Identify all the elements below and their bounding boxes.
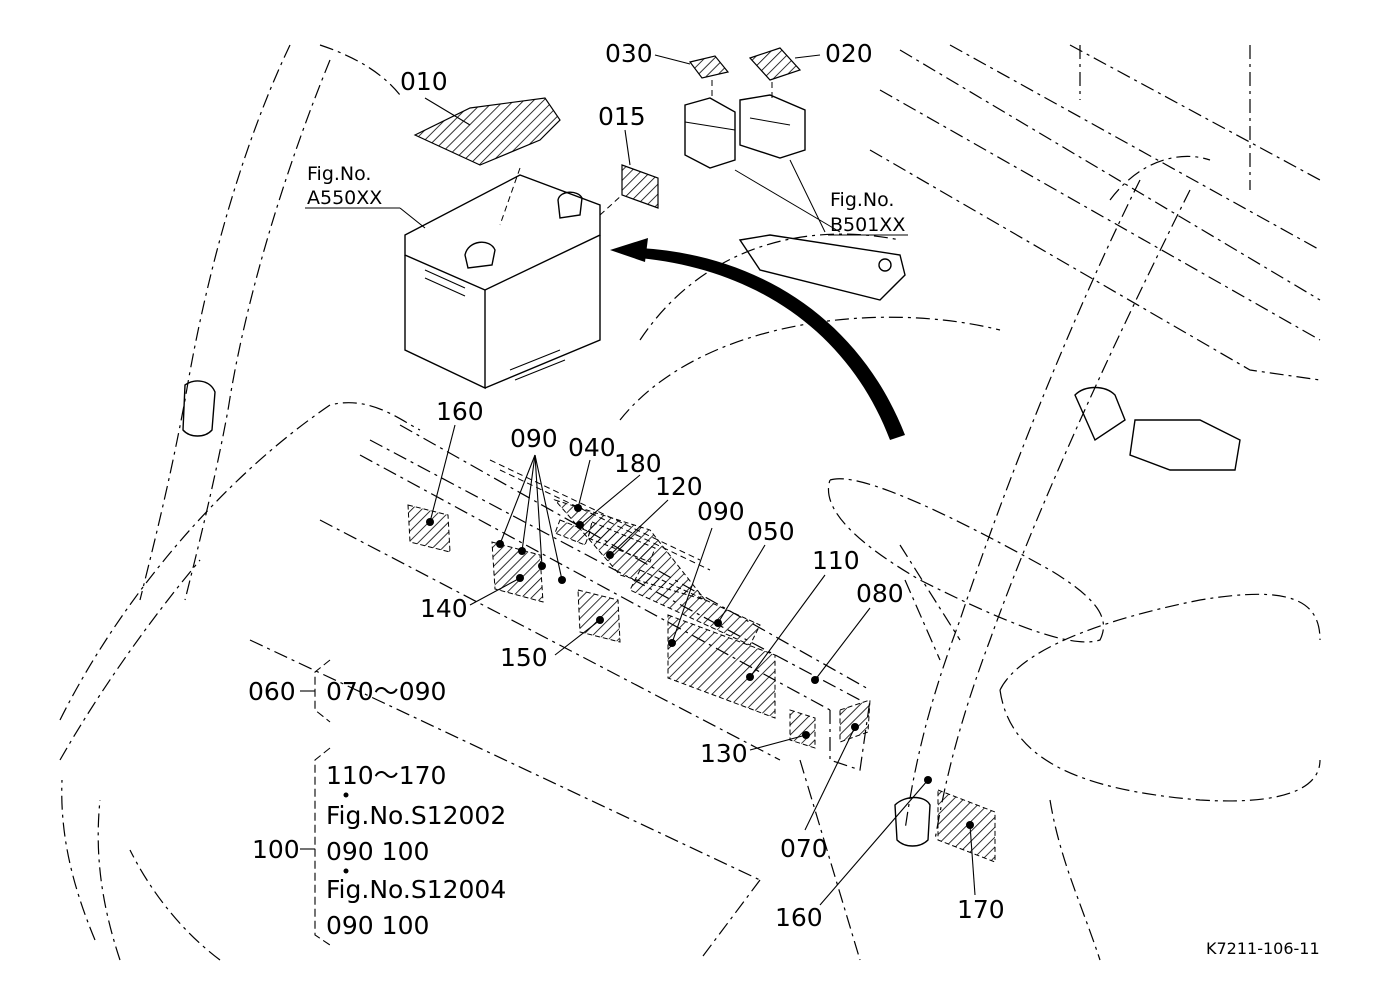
label-160-lower: 160 [775,903,823,932]
fig-ref-battery-line1: Fig.No. [307,163,371,185]
label-180: 180 [614,449,662,478]
group-100-fig2: Fig.No.S12004 [326,875,506,904]
label-030: 030 [605,39,653,68]
fuse-box [684,80,841,233]
label-100: 100 [252,835,300,864]
label-120: 120 [655,472,703,501]
fig-ref-fuse-line2: B501XX [830,214,905,236]
decal-015 [621,164,659,209]
label-140: 140 [420,594,468,623]
decal-010 [413,97,561,166]
label-015: 015 [598,102,646,131]
label-090-upper: 090 [510,424,558,453]
label-150: 150 [500,643,548,672]
label-110: 110 [812,546,860,575]
group-100-fig2-parts: 090 100 [326,911,429,940]
group-100-fig1: Fig.No.S12002 [326,801,506,830]
vehicle-outline [59,44,1321,961]
fig-ref-battery-line2: A550XX [307,187,382,209]
fig-ref-fuse-line1: Fig.No. [830,189,894,211]
label-060: 060 [248,677,296,706]
label-020: 020 [825,39,873,68]
label-070: 070 [780,834,828,863]
dashboard-decals [407,459,996,863]
label-010: 010 [400,67,448,96]
label-170: 170 [957,895,1005,924]
label-080: 080 [856,579,904,608]
curved-arrow [610,238,905,440]
group-100-fig1-parts: 090 100 [326,837,429,866]
leader-lines [300,54,976,946]
figure-code: K7211-106-11 [1206,939,1320,958]
battery [404,167,601,390]
label-090-lower: 090 [697,497,745,526]
decal-030 [688,55,730,79]
label-040: 040 [568,433,616,462]
decal-020 [748,47,802,81]
label-160-upper: 160 [436,397,484,426]
label-050: 050 [747,517,795,546]
group-100-range: 110～170 [326,761,446,790]
label-130: 130 [700,739,748,768]
group-060-range: 070～090 [326,677,446,706]
